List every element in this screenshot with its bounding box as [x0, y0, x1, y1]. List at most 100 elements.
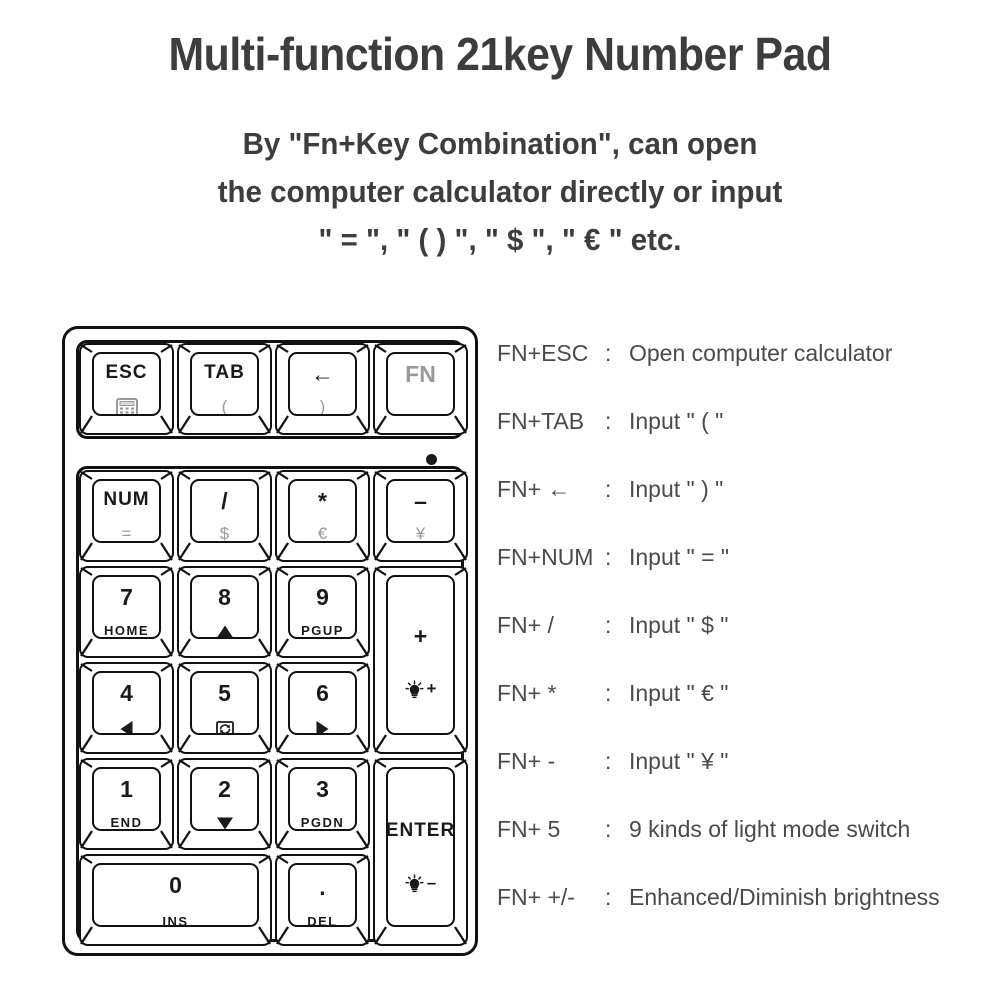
key-primary-label: 3 — [316, 776, 329, 802]
shortcut-separator: : — [605, 476, 612, 502]
key-secondary-label: PGDN — [300, 815, 345, 830]
shortcut-separator: : — [605, 408, 612, 434]
key-primary-label: 4 — [120, 680, 133, 706]
key-bevel-icon — [276, 855, 369, 945]
shortcut-action: Input " = " — [629, 544, 730, 570]
key-secondary-label: $ — [219, 524, 230, 543]
key-num[interactable]: NUM = — [79, 470, 174, 562]
key-4[interactable]: 4 — [79, 662, 174, 754]
subtitle-line-3: " = ", " ( ) ", " $ ", " € " etc. — [318, 222, 682, 257]
brightness-down-icon — [405, 873, 424, 892]
key-divide[interactable]: /$ — [177, 470, 272, 562]
key-plus[interactable]: + + — [373, 566, 468, 754]
key-primary-label: 0 — [169, 872, 182, 898]
shortcut-row: FN+NUM:Input " = " — [497, 544, 1000, 612]
key-cap: 6 — [288, 671, 357, 735]
key-cap: 8 — [190, 575, 259, 639]
key-cap: FN — [386, 352, 455, 416]
key-6[interactable]: 6 — [275, 662, 370, 754]
key-multiply[interactable]: *€ — [275, 470, 370, 562]
key-bevel-icon — [374, 471, 467, 561]
key-esc[interactable]: ESC — [79, 343, 174, 435]
key-bevel-icon — [276, 344, 369, 434]
key-primary-label: ESC — [105, 362, 148, 383]
key-bevel-icon — [276, 663, 369, 753]
key-cap: 2 — [190, 767, 259, 831]
key-bevel-icon — [178, 344, 271, 434]
key-cap: –¥ — [386, 479, 455, 543]
key-cap: + + — [386, 575, 455, 735]
header: Multi-function 21key Number Pad By "Fn+K… — [0, 0, 1000, 264]
key-cap: *€ — [288, 479, 357, 543]
key-primary-label: 6 — [316, 680, 329, 706]
key-secondary-label: DEL — [307, 914, 338, 927]
key-primary-label: NUM — [103, 489, 150, 510]
shortcut-combo: FN+ +/- — [497, 884, 575, 910]
key-bevel-icon — [374, 567, 467, 753]
shortcut-combo: FN+ - — [497, 748, 556, 774]
key-bevel-icon — [178, 471, 271, 561]
key-secondary-label: € — [317, 524, 328, 543]
key-bevel-icon — [276, 471, 369, 561]
shortcut-separator: : — [605, 544, 612, 570]
shortcut-combo: FN+ ← — [497, 476, 571, 502]
key-bevel-icon — [178, 567, 271, 657]
key-secondary-icon — [94, 398, 159, 414]
key-bevel-icon — [80, 344, 173, 434]
key-primary-label: 5 — [218, 680, 231, 706]
key-bevel-icon — [374, 344, 467, 434]
key-backspace[interactable]: ←) — [275, 343, 370, 435]
shortcut-combo: FN+ 5 — [497, 816, 561, 842]
key-8[interactable]: 8 — [177, 566, 272, 658]
brightness-up-icon — [404, 679, 424, 698]
key-tab[interactable]: TAB ( — [177, 343, 272, 435]
key-secondary-icon — [192, 624, 257, 637]
key-secondary-icon: – — [388, 873, 453, 893]
key-cap: ESC — [92, 352, 161, 416]
arrow-down-icon — [216, 817, 233, 829]
shortcut-separator: : — [605, 816, 612, 842]
key-primary-label: ENTER — [386, 820, 455, 841]
key-bevel-icon — [80, 663, 173, 753]
key-secondary-label: = — [121, 524, 132, 543]
key-primary-label: 2 — [218, 776, 231, 802]
key-secondary-label: ( — [221, 397, 228, 416]
key-5[interactable]: 5 — [177, 662, 272, 754]
key-minus[interactable]: –¥ — [373, 470, 468, 562]
key-enter[interactable]: ENTER – — [373, 758, 468, 946]
shortcut-action: Input " € " — [629, 680, 729, 706]
shortcut-action: Input " $ " — [629, 612, 729, 638]
light-mode-switch-icon — [215, 721, 234, 733]
key-cap: TAB ( — [190, 352, 259, 416]
shortcut-row: FN+ *:Input " € " — [497, 680, 1000, 748]
key-secondary-icon — [192, 720, 257, 733]
subtitle-line-2: the computer calculator directly or inpu… — [217, 174, 783, 209]
key-cap: /$ — [190, 479, 259, 543]
arrow-right-icon — [316, 721, 329, 733]
page-title: Multi-function 21key Number Pad — [168, 28, 832, 80]
key-primary-label: 8 — [218, 584, 231, 610]
key-fn[interactable]: FN — [373, 343, 468, 435]
key-primary-label: ← — [311, 361, 334, 387]
key-secondary-icon — [192, 816, 257, 829]
key-2[interactable]: 2 — [177, 758, 272, 850]
shortcut-combo: FN+ESC — [497, 340, 589, 366]
shortcut-action: Input " ( " — [629, 408, 724, 434]
key-bevel-icon — [374, 759, 467, 945]
key-dot-del[interactable]: .DEL — [275, 854, 370, 946]
key-secondary-icon: + — [388, 679, 453, 699]
shortcut-action: Enhanced/Diminish brightness — [629, 884, 940, 910]
shortcut-action: 9 kinds of light mode switch — [629, 816, 911, 842]
key-secondary-label: END — [110, 815, 143, 830]
subtitle-line-1: By "Fn+Key Combination", can open — [242, 126, 758, 161]
key-cap: .DEL — [288, 863, 357, 927]
shortcut-action: Input " ¥ " — [629, 748, 729, 774]
key-primary-label: 1 — [120, 776, 133, 802]
key-primary-label: TAB — [204, 362, 245, 383]
